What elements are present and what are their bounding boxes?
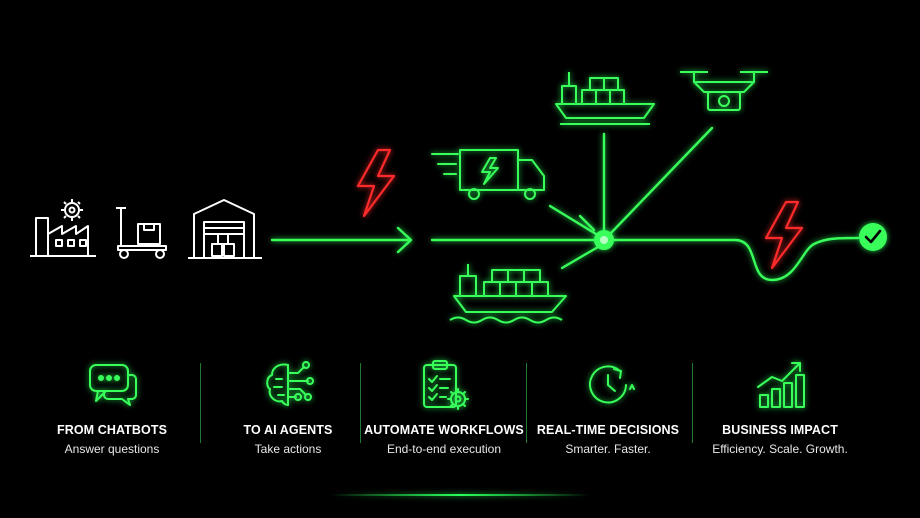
clock-icon: [589, 365, 635, 404]
card-subtitle: Answer questions: [64, 442, 160, 456]
card-from-chatbots: FROM CHATBOTS Answer questions: [30, 355, 194, 465]
card-subtitle: Smarter. Faster.: [565, 442, 651, 456]
card-title: BUSINESS IMPACT: [722, 423, 838, 437]
drone-icon: [680, 71, 768, 111]
cargo-ship-icon: [555, 72, 655, 125]
bottom-glow-line: [330, 494, 590, 496]
flow-lines: [270, 126, 860, 282]
card-title: REAL-TIME DECISIONS: [536, 423, 680, 437]
capability-cards: FROM CHATBOTS Answer questions TO AI AGE…: [30, 355, 890, 465]
card-automate-workflows: AUTOMATE WORKFLOWS End-to-end execution: [362, 355, 526, 465]
card-subtitle: Take actions: [254, 442, 322, 456]
card-title: FROM CHATBOTS: [56, 423, 168, 437]
factory-icon: [30, 199, 96, 257]
lightning-icon: [764, 200, 804, 270]
card-subtitle: End-to-end execution: [386, 442, 502, 456]
card-title: TO AI AGENTS: [243, 423, 333, 437]
electric-truck-icon: [431, 149, 545, 200]
hub-node-icon: [594, 230, 614, 250]
card-title: AUTOMATE WORKFLOWS: [364, 423, 524, 437]
warehouse-icon: [188, 199, 262, 259]
divider: [360, 363, 361, 443]
divider: [200, 363, 201, 443]
checkmark-icon: [859, 223, 887, 251]
divider: [692, 363, 693, 443]
card-subtitle: Efficiency. Scale. Growth.: [712, 442, 848, 456]
card-real-time-decisions: REAL-TIME DECISIONS Smarter. Faster.: [526, 355, 690, 465]
pallet-jack-icon: [116, 207, 167, 259]
chat-bubbles-icon: [89, 364, 137, 406]
lightning-icon: [356, 148, 396, 218]
workflow-clipboard-icon: [423, 360, 469, 410]
ai-brain-icon: [266, 361, 314, 406]
card-business-impact: BUSINESS IMPACT Efficiency. Scale. Growt…: [698, 355, 862, 465]
growth-chart-icon: [757, 362, 805, 408]
container-ship-icon: [449, 264, 567, 324]
divider: [526, 363, 527, 443]
card-to-ai-agents: TO AI AGENTS Take actions: [206, 355, 370, 465]
